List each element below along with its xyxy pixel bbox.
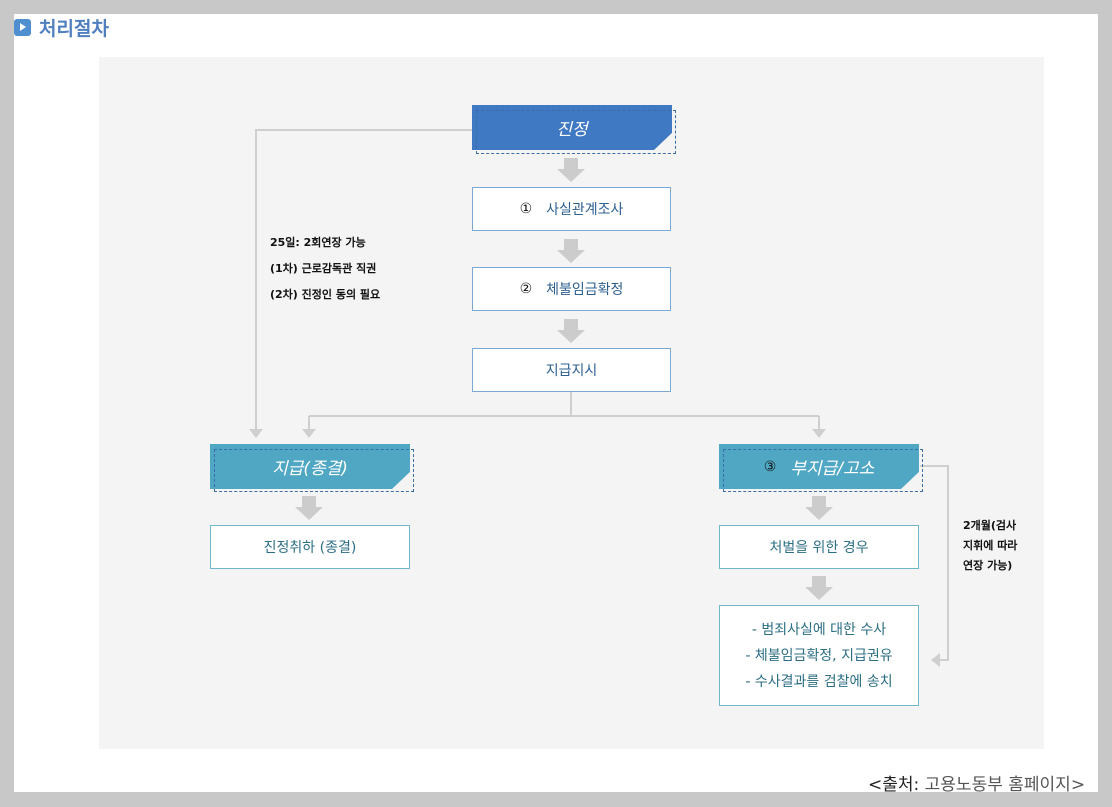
play-bullet-icon: [14, 18, 31, 36]
source-caption: <출처: 고용노동부 홈페이지>: [868, 770, 1085, 795]
node-withdrawal: 진정취하 (종결): [210, 525, 410, 569]
connector-unpaid-loop: [920, 465, 949, 661]
note-extension-left: 25일: 2회연장 가능 (1차) 근로감독관 직권 (2차) 진정인 동의 필…: [270, 230, 380, 308]
step3-number: ③: [763, 458, 777, 475]
order-label: 지급지시: [545, 363, 598, 379]
unpaid-label: 부지급/고소: [790, 459, 875, 479]
node-unpaid: ③ 부지급/고소: [719, 444, 919, 489]
source-prefix: <출처:: [868, 775, 925, 795]
note-line: 연장 가능): [963, 559, 1013, 572]
note-line: 지휘에 따라: [963, 539, 1018, 552]
node-punishment: 처벌을 위한 경우: [719, 525, 919, 569]
paid-label: 지급(종결): [272, 459, 348, 479]
node-fact-check: ① 사실관계조사: [472, 187, 671, 231]
node-start-label: 진정: [556, 120, 588, 140]
source-name: 고용노동부 홈페이지>: [924, 775, 1086, 795]
node-wage-confirm: ② 체불임금확정: [472, 267, 671, 311]
note-extension-right: 2개월(검사 지휘에 따라 연장 가능): [963, 516, 1017, 576]
step2-label: 체불임금확정: [546, 282, 624, 298]
block-arrow-4: [295, 496, 323, 520]
node-payment-order: 지급지시: [472, 348, 671, 392]
step2-number: ②: [519, 281, 533, 297]
block-arrow-1: [557, 158, 585, 182]
step1-label: 사실관계조사: [546, 202, 624, 218]
punishment-label: 처벌을 위한 경우: [769, 540, 869, 556]
note-line: (1차) 근로감독관 직권: [270, 262, 377, 275]
section-title: 처리절차: [39, 17, 109, 40]
node-paid: 지급(종결): [210, 444, 410, 489]
investigation-item: - 체불임금확정, 지급권유: [745, 647, 893, 664]
withdrawal-label: 진정취하 (종결): [263, 540, 357, 556]
investigation-item: - 수사결과를 검찰에 송치: [745, 673, 893, 690]
note-line: 2개월(검사: [963, 519, 1017, 532]
node-investigation: - 범죄사실에 대한 수사 - 체불임금확정, 지급권유 - 수사결과를 검찰에…: [719, 605, 919, 706]
arrowhead-investigation: [931, 653, 940, 667]
note-line: (2차) 진정인 동의 필요: [270, 288, 381, 301]
investigation-item: - 범죄사실에 대한 수사: [751, 621, 887, 638]
arrowhead-paid: [302, 429, 316, 438]
connector-start-to-paid: [255, 129, 472, 430]
step1-number: ①: [519, 201, 533, 217]
node-start: 진정: [472, 105, 672, 150]
note-line: 25일: 2회연장 가능: [270, 236, 366, 249]
arrowhead-paid-left: [249, 429, 263, 438]
arrowhead-unpaid: [812, 429, 826, 438]
block-arrow-3: [557, 319, 585, 343]
block-arrow-6: [805, 576, 833, 600]
section-heading: 처리절차: [14, 14, 109, 40]
block-arrow-2: [557, 239, 585, 263]
block-arrow-5: [805, 496, 833, 520]
